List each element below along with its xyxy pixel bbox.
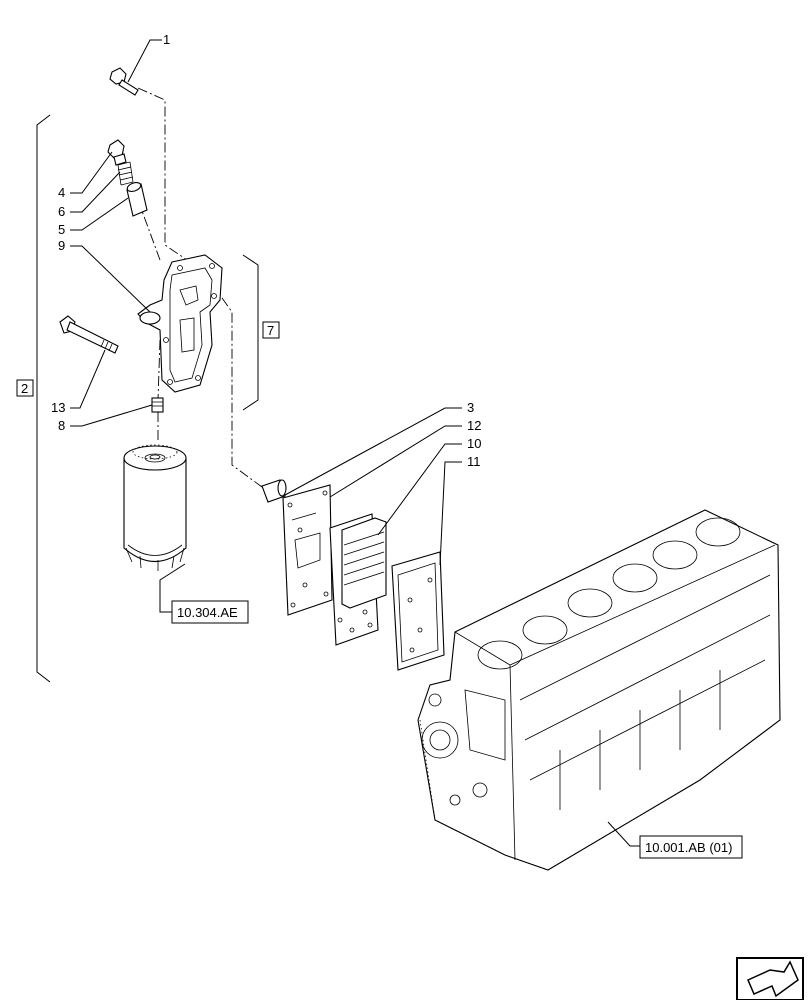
reference-filter[interactable]: 10.304.AE: [171, 600, 249, 624]
reference-engine-block-label: 10.001.AB (01): [645, 840, 732, 855]
group-label-7: 7: [267, 323, 274, 338]
valve-part-5: [126, 181, 148, 217]
callout-5: 5: [58, 222, 65, 237]
callout-10: 10: [467, 436, 481, 451]
spring-part-6: [117, 161, 134, 186]
bolt-part-1: [109, 67, 139, 96]
oil-filter-cartridge: [123, 444, 187, 571]
callout-4: 4: [58, 185, 65, 200]
oil-filter-head-housing: [137, 254, 223, 393]
callout-8: 8: [58, 418, 65, 433]
callout-6: 6: [58, 204, 65, 219]
reference-filter-label: 10.304.AE: [177, 605, 238, 620]
reference-engine-block[interactable]: 10.001.AB (01): [639, 835, 743, 859]
callout-1: 1: [163, 32, 170, 47]
group-bracket-7: 7: [242, 254, 280, 411]
callout-3: 3: [467, 400, 474, 415]
bolt-part-13: [59, 315, 119, 354]
assembly-centerlines: [137, 87, 263, 488]
connector-part-3: [261, 479, 287, 503]
callout-9: 9: [58, 238, 65, 253]
callout-11: 11: [467, 454, 481, 469]
gasket-part-11: [391, 551, 445, 671]
callout-labels: 1 4 6 5 9 13 8 3 12 10 11: [51, 32, 481, 469]
group-bracket-2: 2: [16, 114, 51, 683]
callout-13: 13: [51, 400, 65, 415]
oil-cooler-part-10: [329, 513, 387, 646]
plug-part-4: [107, 139, 127, 166]
callout-12: 12: [467, 418, 481, 433]
gasket-part-12: [282, 484, 333, 616]
engine-block-illustration: [417, 509, 781, 871]
group-label-2: 2: [21, 381, 28, 396]
leader-lines: [70, 39, 640, 847]
nipple-part-8: [151, 397, 164, 413]
next-page-arrow-icon[interactable]: [736, 957, 804, 1000]
